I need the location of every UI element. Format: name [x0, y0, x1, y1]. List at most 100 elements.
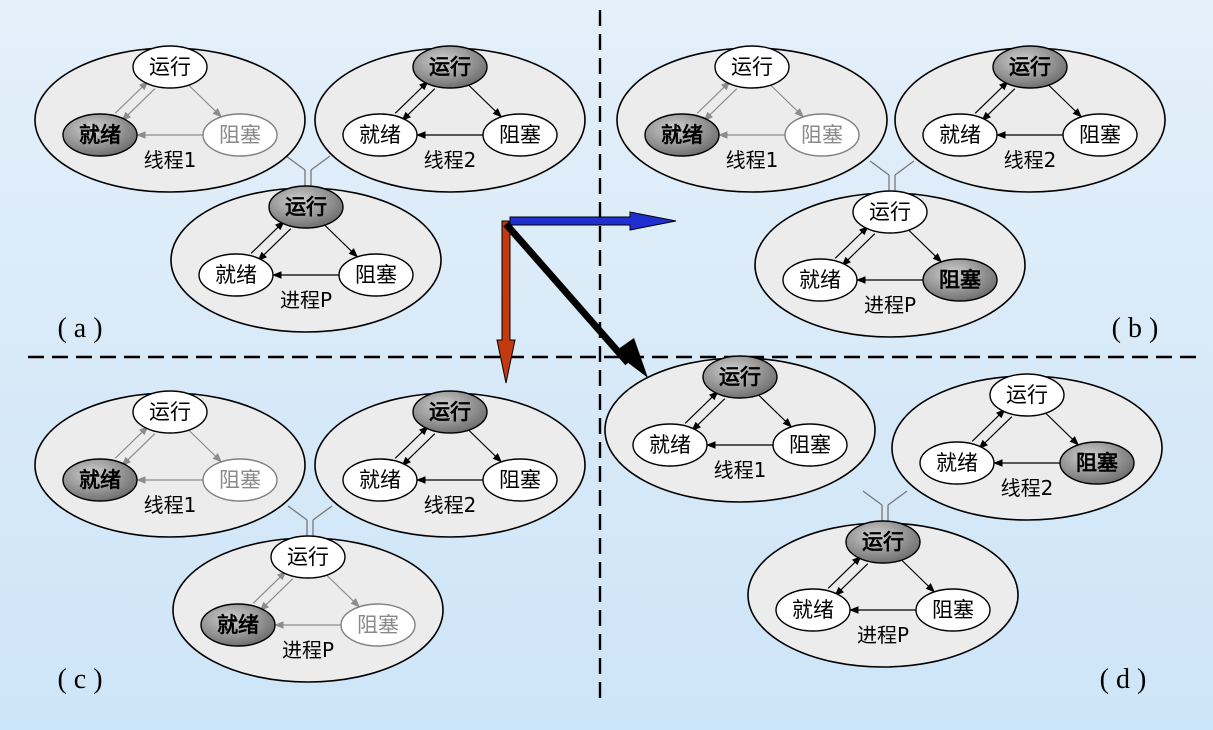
edge-running-to-ready: [401, 433, 436, 467]
state-running-node: 运行: [132, 45, 208, 89]
edge-running-to-ready: [259, 578, 294, 612]
state-running-label: 运行: [1009, 55, 1051, 79]
state-ready-node: 就绪: [342, 113, 418, 157]
thread-2-label: 线程2: [424, 493, 477, 517]
state-ready-shape: [62, 458, 138, 502]
state-running-shape: [702, 355, 778, 399]
panels-layer: 运行就绪阻塞线程1运行就绪阻塞线程2运行就绪阻塞进程P( a )运行就绪阻塞线程…: [34, 45, 1166, 695]
state-ready-node: 就绪: [919, 441, 995, 485]
state-running-label: 运行: [719, 365, 761, 389]
thread-2-group: 运行就绪阻塞线程2: [894, 45, 1166, 193]
edge-ready-to-running: [114, 80, 149, 114]
edge-running-to-ready: [257, 228, 292, 262]
state-ready-shape: [782, 258, 858, 302]
state-ready-label: 就绪: [215, 263, 257, 287]
state-blocked-node: 阻塞: [338, 253, 414, 297]
state-blocked-label: 阻塞: [219, 123, 261, 147]
state-blocked-node: 阻塞: [772, 423, 848, 467]
state-running-node: 运行: [992, 45, 1068, 89]
state-ready-shape: [342, 113, 418, 157]
state-running-label: 运行: [731, 55, 773, 79]
edge-running-to-blocked: [758, 394, 793, 428]
state-blocked-node: 阻塞: [915, 588, 991, 632]
state-running-label: 运行: [149, 400, 191, 424]
edge-running-to-blocked: [1048, 84, 1083, 118]
state-ready-label: 就绪: [359, 468, 401, 492]
state-ready-shape: [198, 253, 274, 297]
state-blocked-shape: [338, 253, 414, 297]
state-ready-node: 就绪: [62, 458, 138, 502]
state-running-node: 运行: [845, 520, 921, 564]
state-ready-label: 就绪: [661, 123, 703, 147]
state-blocked-label: 阻塞: [499, 468, 541, 492]
state-blocked-label: 阻塞: [789, 433, 831, 457]
state-ready-shape: [922, 113, 998, 157]
state-running-shape: [852, 190, 928, 234]
state-ready-label: 就绪: [217, 613, 259, 637]
state-running-shape: [989, 373, 1065, 417]
state-blocked-label: 阻塞: [219, 468, 261, 492]
state-running-label: 运行: [862, 530, 904, 554]
state-blocked-label: 阻塞: [939, 268, 982, 292]
state-blocked-label: 阻塞: [932, 598, 974, 622]
thread-2-label: 线程2: [424, 148, 477, 172]
thread-2-group: 运行就绪阻塞线程2: [314, 45, 586, 193]
state-blocked-label: 阻塞: [801, 123, 843, 147]
transition-arrows: [496, 211, 677, 384]
state-running-shape: [714, 45, 790, 89]
state-running-shape: [845, 520, 921, 564]
state-running-label: 运行: [287, 545, 329, 569]
state-running-node: 运行: [268, 185, 344, 229]
state-running-node: 运行: [412, 390, 488, 434]
edge-ready-to-running: [827, 555, 862, 589]
state-ready-label: 就绪: [799, 268, 841, 292]
state-blocked-shape: [202, 458, 278, 502]
state-blocked-label: 阻塞: [1079, 123, 1121, 147]
edge-running-to-ready: [401, 88, 436, 122]
state-blocked-shape: [202, 113, 278, 157]
edge-ready-to-running: [394, 425, 429, 459]
edge-running-to-blocked: [901, 559, 936, 593]
process-p-label: 进程P: [864, 293, 916, 317]
state-blocked-node: 阻塞: [922, 258, 998, 302]
arrow-to-panel-c: [496, 220, 516, 384]
thread-1-group: 运行就绪阻塞线程1: [34, 45, 306, 193]
state-running-node: 运行: [412, 45, 488, 89]
state-ready-shape: [200, 603, 276, 647]
thread-1-label: 线程1: [144, 148, 197, 172]
state-running-shape: [132, 390, 208, 434]
state-running-label: 运行: [429, 400, 471, 424]
state-blocked-node: 阻塞: [1062, 113, 1138, 157]
process-p-label: 进程P: [282, 638, 334, 662]
state-blocked-node: 阻塞: [202, 458, 278, 502]
process-p-group: 运行就绪阻塞进程P: [747, 520, 1019, 668]
state-running-label: 运行: [1006, 383, 1048, 407]
state-ready-shape: [342, 458, 418, 502]
state-ready-shape: [919, 441, 995, 485]
thread-2-label: 线程2: [1004, 148, 1057, 172]
state-ready-shape: [632, 423, 708, 467]
edge-running-to-ready: [121, 433, 156, 467]
edge-ready-to-running: [971, 408, 1006, 442]
state-running-label: 运行: [149, 55, 191, 79]
panel-c: 运行就绪阻塞线程1运行就绪阻塞线程2运行就绪阻塞进程P( c ): [34, 390, 586, 695]
state-running-label: 运行: [869, 200, 911, 224]
state-ready-node: 就绪: [342, 458, 418, 502]
edge-ready-to-running: [974, 80, 1009, 114]
panel-label: ( a ): [57, 313, 102, 344]
arrow-to-panel-b: [509, 211, 677, 231]
arrow-to-panel-d: [503, 221, 648, 378]
state-running-shape: [412, 390, 488, 434]
state-ready-shape: [775, 588, 851, 632]
edge-running-to-blocked: [188, 84, 223, 118]
state-blocked-node: 阻塞: [340, 603, 416, 647]
state-running-shape: [268, 185, 344, 229]
state-blocked-label: 阻塞: [1076, 451, 1119, 475]
edge-running-to-blocked: [324, 224, 359, 258]
state-blocked-shape: [340, 603, 416, 647]
state-running-shape: [270, 535, 346, 579]
state-blocked-shape: [784, 113, 860, 157]
state-running-label: 运行: [429, 55, 471, 79]
